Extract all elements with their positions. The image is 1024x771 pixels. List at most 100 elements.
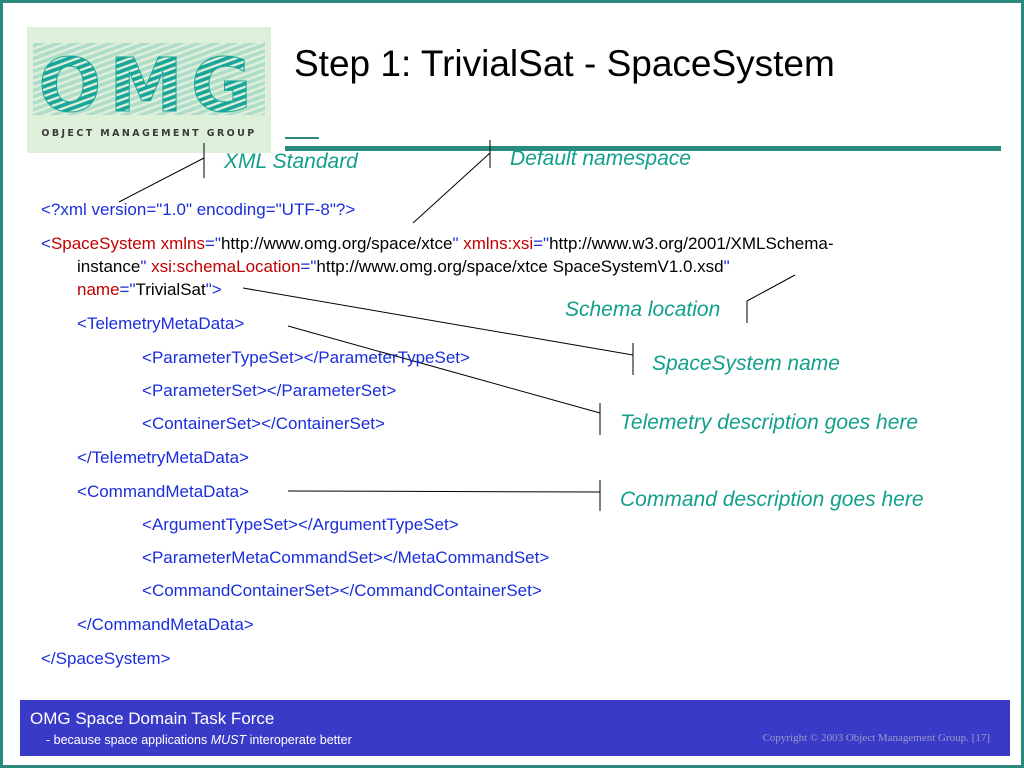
angle-bracket: ></ [329, 581, 355, 600]
code-line-argumenttypeset: <ArgumentTypeSet></ArgumentTypeSet> [142, 515, 459, 535]
angle-bracket: > [448, 515, 459, 534]
default-namespace-callout [412, 152, 491, 224]
spacesystem-open-line-2: instance " xsi:schemaLocation="http://www… [77, 257, 730, 277]
omg-logo-wordmark: OMG [38, 43, 259, 127]
angle-bracket: < [142, 515, 152, 534]
footer-tagline-post: interoperate better [246, 733, 352, 747]
tag-name: CommandContainerSet [151, 581, 330, 600]
omg-logo-caption: OBJECT MANAGEMENT GROUP [41, 128, 257, 139]
angle-bracket: ></ [251, 414, 276, 433]
attr-eq: =" [300, 257, 317, 276]
code-line-containerset: <ContainerSet></ContainerSet> [142, 414, 385, 434]
tag-name: ParameterTypeSet [318, 348, 461, 367]
tag-name: ParameterTypeSet [151, 348, 294, 367]
tag-name: ArgumentTypeSet [312, 515, 449, 534]
attr-value: http://www.omg.org/space/xtce [220, 234, 453, 253]
tag-name: ContainerSet [151, 414, 252, 433]
schema-location-callout [746, 274, 796, 302]
tag-name: CommandContainerSet [354, 581, 532, 600]
annotation-xml-standard: XML Standard [224, 150, 358, 173]
angle-bracket: ></ [288, 515, 313, 534]
angle-bracket: > [234, 314, 245, 333]
attr-name: xsi:schemaLocation [151, 257, 301, 276]
angle-bracket: > [539, 548, 550, 567]
spacesystem-open-line-3: name="TrivialSat"> [77, 280, 222, 300]
annotation-default-namespace: Default namespace [510, 147, 691, 170]
tag-name: TelemetryMetaData [86, 314, 235, 333]
tag-name: CommandMetaData [91, 615, 244, 634]
angle-bracket: > [239, 482, 249, 501]
attr-eq: =" [533, 234, 550, 253]
angle-bracket: < [142, 381, 152, 400]
angle-bracket: < [41, 234, 51, 253]
tag-name: ContainerSet [275, 414, 375, 433]
code-line-commandmetadata-close: </CommandMetaData> [77, 615, 254, 635]
tag-name: ParameterSet [151, 381, 257, 400]
title-rule-accent [285, 137, 319, 139]
attr-value: http://www.w3.org/2001/XMLSchema- [549, 234, 834, 253]
angle-bracket: ></ [293, 348, 319, 367]
code-line-parameterset: <ParameterSet></ParameterSet> [142, 381, 396, 401]
attr-name: xmlns:xsi [463, 234, 534, 253]
command-callout [287, 490, 601, 493]
angle-bracket: ></ [373, 548, 398, 567]
footer-tagline-emphasis: MUST [210, 733, 247, 747]
angle-bracket: </ [41, 649, 56, 668]
tag-name: CommandMetaData [86, 482, 240, 501]
footer-tagline: - because space applications MUST intero… [46, 733, 352, 747]
angle-bracket: > [460, 348, 470, 367]
angle-bracket: < [77, 314, 87, 333]
code-line-spacesystem-close: </SpaceSystem> [41, 649, 170, 669]
footer-org-name: OMG Space Domain Task Force [30, 709, 275, 728]
attr-quote: " [452, 234, 459, 253]
annotation-schema-location: Schema location [565, 298, 721, 321]
attr-quote: " [723, 257, 730, 276]
code-line-commandcontainerset: <CommandContainerSet></CommandContainerS… [142, 581, 542, 601]
code-line-commandmetadata-open: <CommandMetaData> [77, 482, 249, 502]
tag-name: ArgumentTypeSet [151, 515, 289, 534]
angle-bracket: < [142, 348, 152, 367]
tag-name: ParameterSet [281, 381, 387, 400]
xml-standard-callout [118, 157, 205, 203]
tag-name: SpaceSystem [55, 649, 161, 668]
angle-bracket: < [142, 581, 152, 600]
code-line-telemetrymetadata-close: </TelemetryMetaData> [77, 448, 249, 468]
angle-bracket: < [142, 548, 152, 567]
angle-bracket: > [531, 581, 542, 600]
annotation-telemetry-description: Telemetry description goes here [620, 411, 919, 434]
tag-name: SpaceSystem [50, 234, 156, 253]
attr-name: name [77, 280, 120, 299]
angle-bracket: </ [77, 448, 92, 467]
annotation-spacesystem-name: SpaceSystem name [652, 352, 840, 375]
angle-bracket: > [243, 615, 254, 634]
omg-logo: OMG OBJECT MANAGEMENT GROUP [27, 27, 271, 153]
spacesystem-open-line-1: <SpaceSystem xmlns="http://www.omg.org/s… [41, 234, 834, 254]
annotation-callout-lines [118, 140, 796, 511]
xml-declaration: <?xml version="1.0" encoding="UTF-8"?> [41, 200, 356, 219]
code-line-parametermetacommandset: <ParameterMetaCommandSet></MetaCommandSe… [142, 548, 549, 568]
tag-name: TelemetryMetaData [91, 448, 240, 467]
attr-value: http://www.omg.org/space/xtce SpaceSyste… [316, 257, 724, 276]
telemetry-callout [287, 325, 601, 414]
omg-logo-letters: OMG [33, 43, 265, 127]
attr-value: TrivialSat [135, 280, 206, 299]
angle-bracket: > [239, 448, 249, 467]
title-rule [285, 146, 1001, 151]
footer-tagline-pre: - because space applications [46, 733, 211, 747]
slide-title: Step 1: TrivialSat - SpaceSystem [294, 43, 835, 84]
angle-bracket: </ [77, 615, 92, 634]
attr-eq: =" [204, 234, 221, 253]
angle-bracket: < [77, 482, 87, 501]
attr-eq: =" [119, 280, 136, 299]
angle-bracket: ></ [256, 381, 282, 400]
attr-value: instance [77, 257, 141, 276]
angle-bracket: > [386, 381, 397, 400]
spacesystem-name-callout [242, 287, 634, 356]
angle-bracket: > [160, 649, 171, 668]
code-line-parametertypeset: <ParameterTypeSet></ParameterTypeSet> [142, 348, 470, 368]
attr-name: xmlns [160, 234, 205, 253]
tag-name: ParameterMetaCommandSet [151, 548, 374, 567]
angle-bracket: < [142, 414, 152, 433]
footer-bar: OMG Space Domain Task Force - because sp… [20, 700, 1010, 756]
